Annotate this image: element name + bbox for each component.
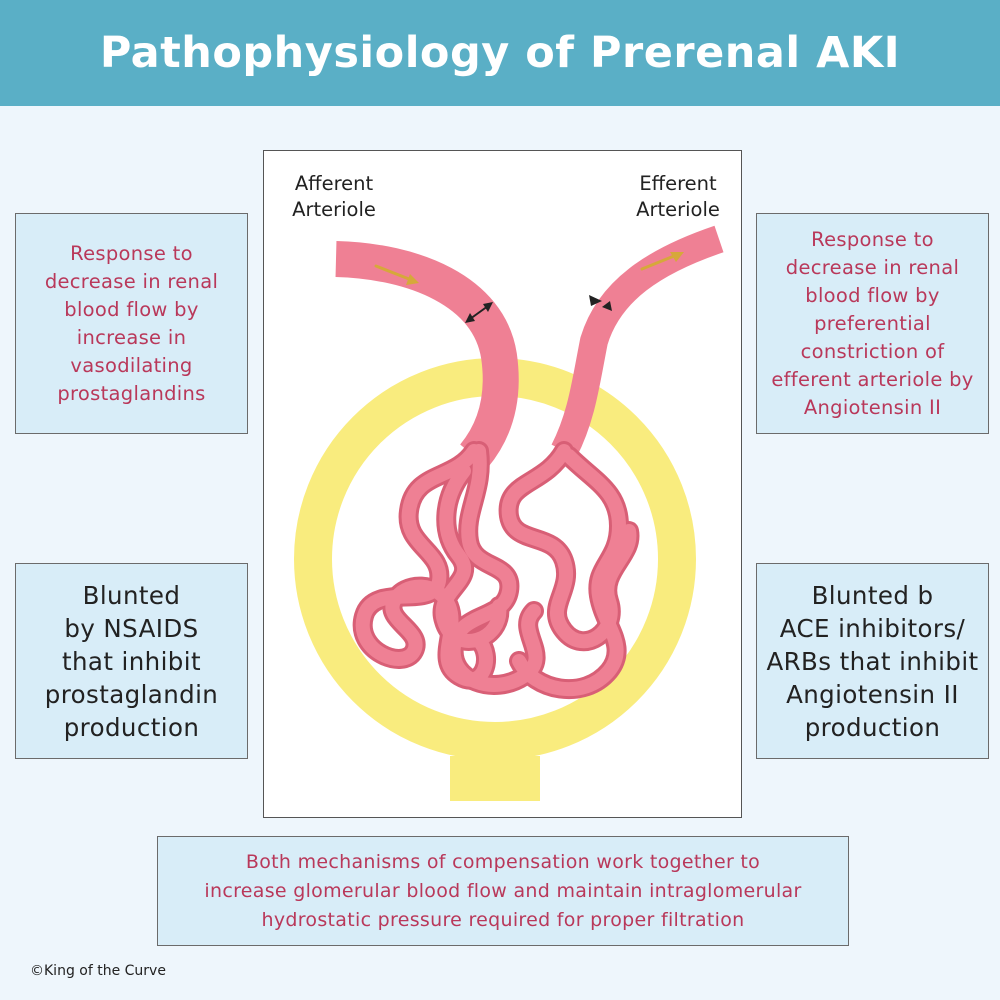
prostaglandin-response-text: Response to decrease in renal blood flow…: [44, 241, 219, 405]
compensation-summary-text: Both mechanisms of compensation work tog…: [204, 850, 802, 931]
angiotensin-response-text: Response to decrease in renal blood flow…: [771, 227, 974, 419]
efferent-arteriole: [551, 225, 724, 458]
capillary-tuft: [352, 441, 640, 700]
glomerulus-illustration: [294, 225, 724, 801]
ace-arb-blunting-text: Blunted b ACE inhibitors/ ARBs that inhi…: [766, 580, 979, 742]
efferent-arteriole-label: Efferent Arteriole: [636, 172, 720, 221]
dilation-arrow-icon: [465, 302, 493, 323]
afferent-arteriole-label: Afferent Arteriole: [292, 172, 376, 221]
glomerulus-diagram: Afferent Arteriole Efferent Arteriole: [263, 150, 742, 818]
afferent-arteriole: [335, 241, 519, 468]
nsaid-blunting-box: Blunted by NSAIDS that inhibit prostagla…: [15, 563, 248, 759]
constriction-arrow-icon: [589, 295, 612, 311]
compensation-summary-box: Both mechanisms of compensation work tog…: [157, 836, 849, 946]
afferent-flow-arrow-icon: [374, 264, 419, 285]
nsaid-blunting-text: Blunted by NSAIDS that inhibit prostagla…: [44, 580, 219, 742]
page-title: Pathophysiology of Prerenal AKI: [99, 28, 901, 78]
ace-arb-blunting-box: Blunted b ACE inhibitors/ ARBs that inhi…: [756, 563, 989, 759]
prostaglandin-response-box: Response to decrease in renal blood flow…: [15, 213, 248, 434]
angiotensin-response-box: Response to decrease in renal blood flow…: [756, 213, 989, 434]
header-bar: Pathophysiology of Prerenal AKI: [0, 0, 1000, 106]
efferent-flow-arrow-icon: [640, 252, 684, 271]
copyright-notice: ©King of the Curve: [30, 963, 166, 979]
